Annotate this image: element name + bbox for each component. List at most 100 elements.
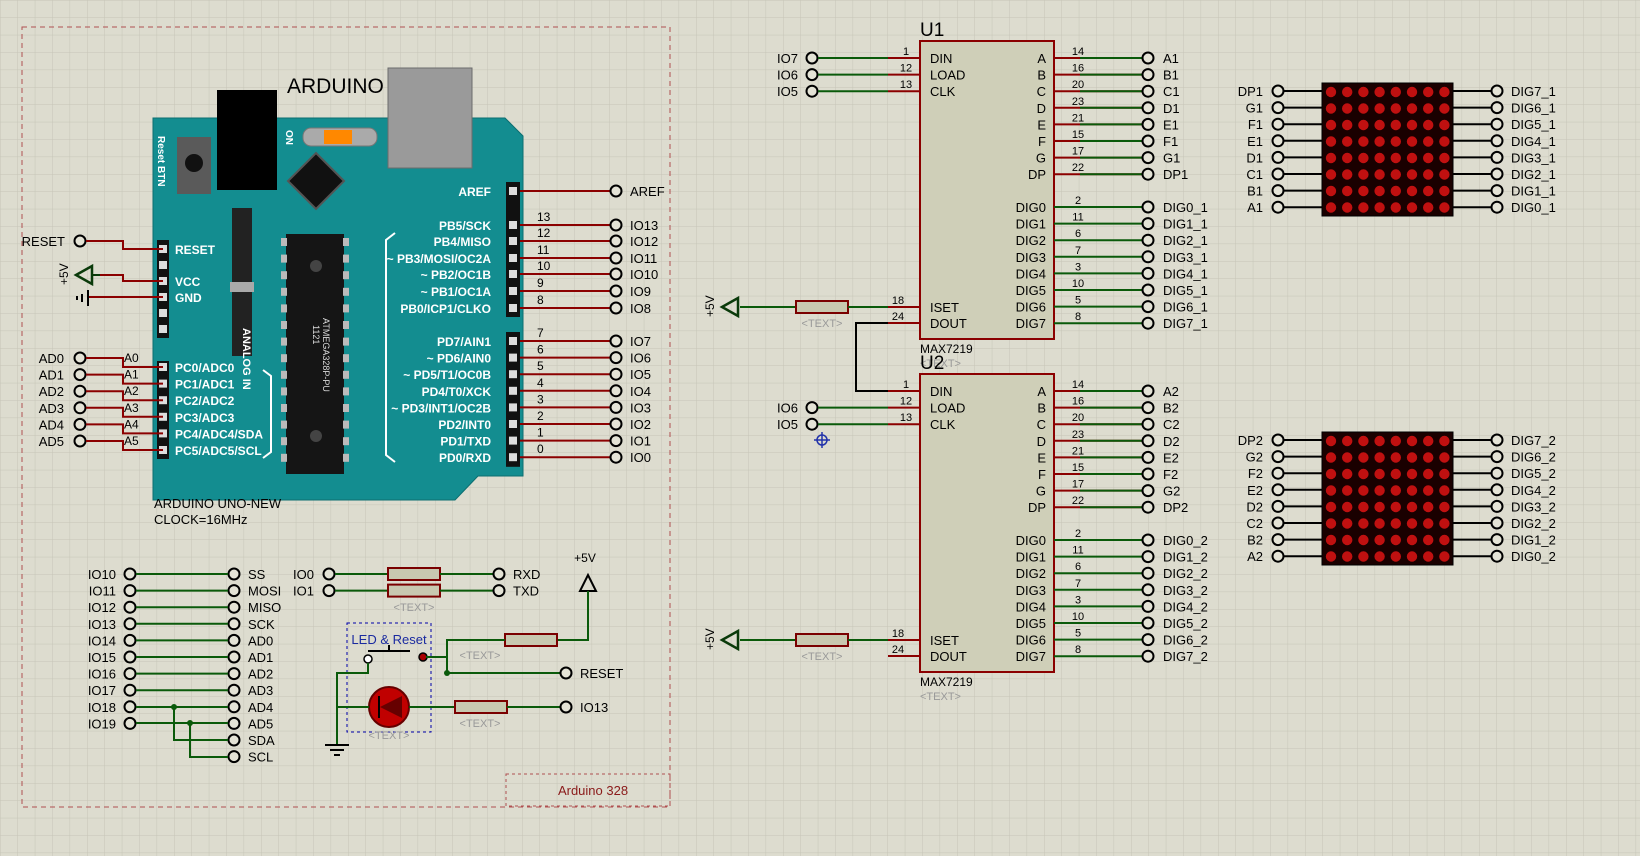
dig-terminal[interactable]: [1141, 533, 1155, 547]
matrix-terminal[interactable]: [1490, 499, 1504, 513]
matrix-terminal[interactable]: [1271, 499, 1285, 513]
serial-resistor[interactable]: [387, 583, 441, 598]
matrix-terminal[interactable]: [1271, 101, 1285, 115]
seg-terminal[interactable]: [1141, 151, 1155, 165]
alias-terminal[interactable]: [227, 567, 241, 581]
matrix-terminal[interactable]: [1490, 533, 1504, 547]
matrix-terminal[interactable]: [1490, 101, 1504, 115]
analog-terminal[interactable]: [73, 401, 87, 415]
digital-terminal[interactable]: [609, 218, 623, 232]
dig-terminal[interactable]: [1141, 599, 1155, 613]
dig-terminal[interactable]: [1141, 633, 1155, 647]
matrix-terminal[interactable]: [1271, 533, 1285, 547]
matrix-terminal[interactable]: [1490, 200, 1504, 214]
seg-terminal[interactable]: [1141, 417, 1155, 431]
dig-terminal[interactable]: [1141, 300, 1155, 314]
alias-terminal[interactable]: [123, 667, 137, 681]
pullup-resistor[interactable]: [504, 633, 558, 647]
digital-terminal[interactable]: [609, 434, 623, 448]
alias-terminal[interactable]: [227, 750, 241, 764]
analog-terminal[interactable]: [73, 351, 87, 365]
digital-terminal[interactable]: [609, 301, 623, 315]
max7219-chip[interactable]: [919, 373, 1055, 673]
seg-terminal[interactable]: [1141, 51, 1155, 65]
alias-terminal[interactable]: [227, 700, 241, 714]
max7219-chip[interactable]: [919, 40, 1055, 340]
digital-terminal[interactable]: [609, 400, 623, 414]
reset-terminal[interactable]: [559, 666, 573, 680]
alias-terminal[interactable]: [227, 683, 241, 697]
seg-terminal[interactable]: [1141, 167, 1155, 181]
serial-resistor[interactable]: [387, 567, 441, 581]
dig-terminal[interactable]: [1141, 616, 1155, 630]
digital-terminal[interactable]: [609, 450, 623, 464]
led-resistor[interactable]: [454, 700, 508, 714]
alias-terminal[interactable]: [123, 700, 137, 714]
matrix-terminal[interactable]: [1490, 433, 1504, 447]
dig-terminal[interactable]: [1141, 649, 1155, 663]
matrix-terminal[interactable]: [1271, 117, 1285, 131]
io13-terminal[interactable]: [559, 700, 573, 714]
input-terminal[interactable]: [805, 51, 819, 65]
alias-terminal[interactable]: [123, 567, 137, 581]
matrix-terminal[interactable]: [1271, 134, 1285, 148]
input-terminal[interactable]: [805, 417, 819, 431]
alias-terminal[interactable]: [123, 617, 137, 631]
seg-terminal[interactable]: [1141, 467, 1155, 481]
matrix-terminal[interactable]: [1271, 433, 1285, 447]
analog-terminal[interactable]: [73, 368, 87, 382]
dig-terminal[interactable]: [1141, 316, 1155, 330]
seg-terminal[interactable]: [1141, 101, 1155, 115]
matrix-terminal[interactable]: [1271, 483, 1285, 497]
led-matrix[interactable]: [1321, 431, 1454, 566]
analog-terminal[interactable]: [73, 384, 87, 398]
matrix-terminal[interactable]: [1490, 516, 1504, 530]
alias-terminal[interactable]: [123, 650, 137, 664]
digital-terminal[interactable]: [609, 334, 623, 348]
seg-terminal[interactable]: [1141, 134, 1155, 148]
matrix-terminal[interactable]: [1490, 184, 1504, 198]
dig-terminal[interactable]: [1141, 550, 1155, 564]
digital-terminal[interactable]: [609, 251, 623, 265]
dig-terminal[interactable]: [1141, 217, 1155, 231]
seg-terminal[interactable]: [1141, 401, 1155, 415]
alias-terminal[interactable]: [123, 584, 137, 598]
matrix-terminal[interactable]: [1490, 84, 1504, 98]
alias-terminal[interactable]: [227, 600, 241, 614]
input-terminal[interactable]: [805, 401, 819, 415]
seg-terminal[interactable]: [1141, 117, 1155, 131]
dig-terminal[interactable]: [1141, 250, 1155, 264]
input-terminal[interactable]: [805, 68, 819, 82]
dig-terminal[interactable]: [1141, 583, 1155, 597]
matrix-terminal[interactable]: [1490, 450, 1504, 464]
seg-terminal[interactable]: [1141, 434, 1155, 448]
matrix-terminal[interactable]: [1490, 549, 1504, 563]
matrix-terminal[interactable]: [1271, 84, 1285, 98]
matrix-terminal[interactable]: [1271, 167, 1285, 181]
matrix-terminal[interactable]: [1490, 134, 1504, 148]
digital-terminal[interactable]: [609, 284, 623, 298]
matrix-terminal[interactable]: [1490, 117, 1504, 131]
serial-terminal[interactable]: [322, 584, 336, 598]
digital-terminal[interactable]: [609, 351, 623, 365]
matrix-terminal[interactable]: [1271, 184, 1285, 198]
alias-terminal[interactable]: [227, 633, 241, 647]
digital-terminal[interactable]: [609, 234, 623, 248]
alias-terminal[interactable]: [227, 650, 241, 664]
reset-terminal[interactable]: [73, 234, 87, 248]
iset-resistor[interactable]: [795, 633, 849, 647]
seg-terminal[interactable]: [1141, 450, 1155, 464]
alias-terminal[interactable]: [123, 600, 137, 614]
matrix-terminal[interactable]: [1490, 483, 1504, 497]
matrix-terminal[interactable]: [1490, 150, 1504, 164]
seg-terminal[interactable]: [1141, 500, 1155, 514]
led-matrix[interactable]: [1321, 82, 1454, 217]
serial-terminal[interactable]: [492, 567, 506, 581]
dig-terminal[interactable]: [1141, 566, 1155, 580]
matrix-terminal[interactable]: [1271, 450, 1285, 464]
alias-terminal[interactable]: [227, 667, 241, 681]
serial-terminal[interactable]: [492, 584, 506, 598]
matrix-terminal[interactable]: [1271, 549, 1285, 563]
alias-terminal[interactable]: [227, 733, 241, 747]
